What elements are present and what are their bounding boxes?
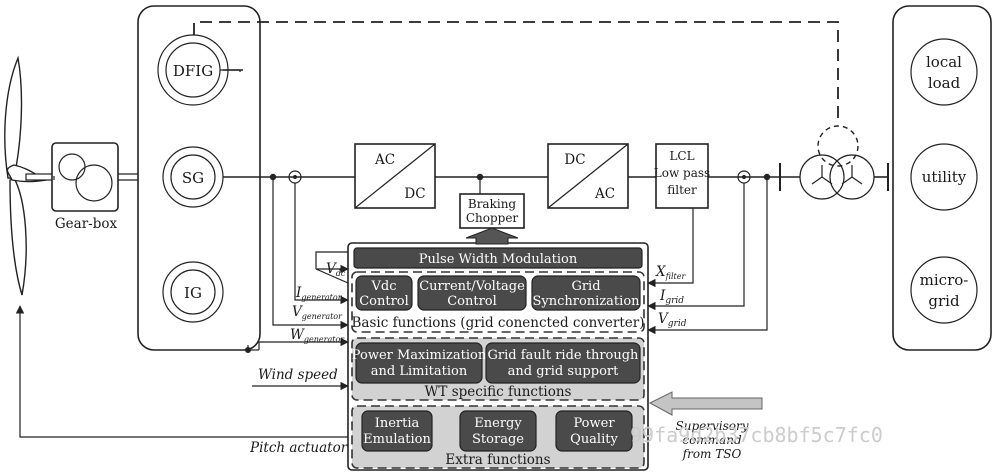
- svg-text:and grid support: and grid support: [508, 364, 619, 379]
- svg-text:Energy: Energy: [474, 416, 522, 431]
- svg-text:Power: Power: [573, 416, 615, 431]
- wind-speed-input: Wind speed: [252, 367, 349, 391]
- basic-functions-caption: Basic functions (grid conencted converte…: [352, 315, 645, 331]
- micro-grid: micro- grid: [910, 256, 978, 324]
- svg-text:Vgrid: Vgrid: [658, 311, 687, 329]
- lcl-line-1: LCL: [669, 149, 694, 163]
- sg-label: SG: [182, 169, 204, 187]
- braking-chopper: Braking Chopper: [459, 177, 525, 229]
- wind-speed-label: Wind speed: [258, 367, 338, 383]
- fault-ride-box: [485, 342, 641, 384]
- basic-functions-group: Vdc Control Current/Voltage Control Grid…: [351, 271, 645, 333]
- svg-text:Power Maximization: Power Maximization: [352, 348, 487, 363]
- dc-ac-top: DC: [564, 152, 585, 168]
- grid-sync-box: [531, 275, 641, 311]
- lcl-filter: LCL Low pass filter: [654, 143, 710, 209]
- svg-text:Emulation: Emulation: [363, 432, 431, 447]
- lcl-line-2: Low pass: [654, 166, 710, 180]
- svg-text:Xfilter: Xfilter: [655, 264, 686, 281]
- i-generator-label: Igenerator: [295, 285, 343, 302]
- ac-dc-converter: AC DC: [354, 143, 436, 209]
- dc-ac-bottom: AC: [594, 186, 615, 202]
- svg-text:Control: Control: [359, 294, 409, 309]
- svg-text:Vdc: Vdc: [371, 279, 397, 294]
- inertia-box: [361, 410, 433, 452]
- power-max-box: [355, 342, 483, 384]
- i-grid-label: Igrid: [659, 288, 684, 306]
- vdc-control-box: [355, 275, 413, 311]
- ac-dc-bottom: DC: [404, 186, 425, 202]
- supervisory-line-3: from TSO: [682, 447, 742, 461]
- local-load-line-2: load: [928, 74, 961, 92]
- dfig-rotor-dashed-line: [193, 21, 839, 125]
- lcl-line-3: filter: [667, 183, 697, 197]
- wt-specific-group: Power Maximization and Limitation Grid f…: [351, 337, 645, 401]
- svg-text:Wgenerator: Wgenerator: [290, 327, 345, 344]
- local-load: local load: [910, 38, 978, 106]
- pitch-actuator-feedback: Pitch actuator: [15, 305, 349, 456]
- svg-text:Storage: Storage: [472, 432, 524, 447]
- supervisory-command: Supervisory command from TSO: [648, 391, 763, 461]
- power-quality-box: [555, 410, 633, 452]
- micro-grid-line-1: micro-: [920, 271, 969, 289]
- supervisory-line-1: Supervisory: [676, 419, 749, 433]
- svg-text:Current/Voltage: Current/Voltage: [419, 279, 525, 294]
- svg-text:Synchronization: Synchronization: [532, 294, 640, 309]
- energy-storage-box: [459, 410, 537, 452]
- dc-ac-converter: DC AC: [547, 143, 629, 209]
- extra-functions-group: Inertia Emulation Energy Storage Power Q…: [351, 405, 645, 469]
- v-grid-label: Vgrid: [658, 311, 687, 329]
- turbine-rotor-icon: [4, 55, 55, 296]
- ig-label: IG: [184, 284, 202, 302]
- braking-line-1: Braking: [468, 197, 517, 211]
- micro-grid-line-2: grid: [928, 292, 960, 310]
- utility-label: utility: [922, 168, 967, 186]
- x-filter-label: Xfilter: [655, 264, 686, 281]
- svg-text:Inertia: Inertia: [375, 416, 420, 431]
- generator-panel: [137, 5, 261, 351]
- svg-text:Vgenerator: Vgenerator: [292, 304, 343, 321]
- w-generator-label: Wgenerator: [290, 327, 345, 344]
- svg-text:Vdc: Vdc: [326, 261, 346, 278]
- svg-text:Grid: Grid: [571, 279, 600, 294]
- pitch-actuator-label: Pitch actuator: [249, 440, 349, 456]
- drive-shaft: [53, 173, 138, 181]
- dfig-label: DFIG: [173, 62, 213, 80]
- ig-generator: IG: [162, 261, 224, 323]
- svg-text:Igrid: Igrid: [659, 288, 684, 306]
- supervisory-line-2: command: [682, 433, 742, 447]
- transformer-icon: [779, 125, 889, 200]
- vdc-label: Vdc: [326, 261, 346, 278]
- grid-measurement-lines: [647, 177, 768, 335]
- svg-text:Grid fault ride through: Grid fault ride through: [488, 348, 640, 363]
- utility: utility: [910, 143, 978, 211]
- svg-text:Control: Control: [447, 294, 497, 309]
- pwm-label: Pulse Width Modulation: [419, 252, 578, 267]
- extra-caption: Extra functions: [445, 452, 550, 468]
- gearbox-label: Gear-box: [55, 216, 118, 232]
- gearbox: Gear-box: [51, 142, 119, 232]
- v-generator-label: Vgenerator: [292, 304, 343, 321]
- watermark: 99fa9d2b37cb8bf5c7fc0: [630, 423, 883, 447]
- local-load-line-1: local: [926, 53, 962, 71]
- braking-line-2: Chopper: [466, 211, 519, 225]
- ac-dc-top: AC: [374, 152, 395, 168]
- pwm-block: Pulse Width Modulation: [353, 227, 643, 269]
- svg-text:Igenerator: Igenerator: [295, 285, 343, 302]
- svg-text:and Limitation: and Limitation: [371, 364, 468, 379]
- svg-text:Quality: Quality: [570, 432, 618, 447]
- current-voltage-control-box: [417, 275, 527, 311]
- wt-caption: WT specific functions: [425, 384, 572, 400]
